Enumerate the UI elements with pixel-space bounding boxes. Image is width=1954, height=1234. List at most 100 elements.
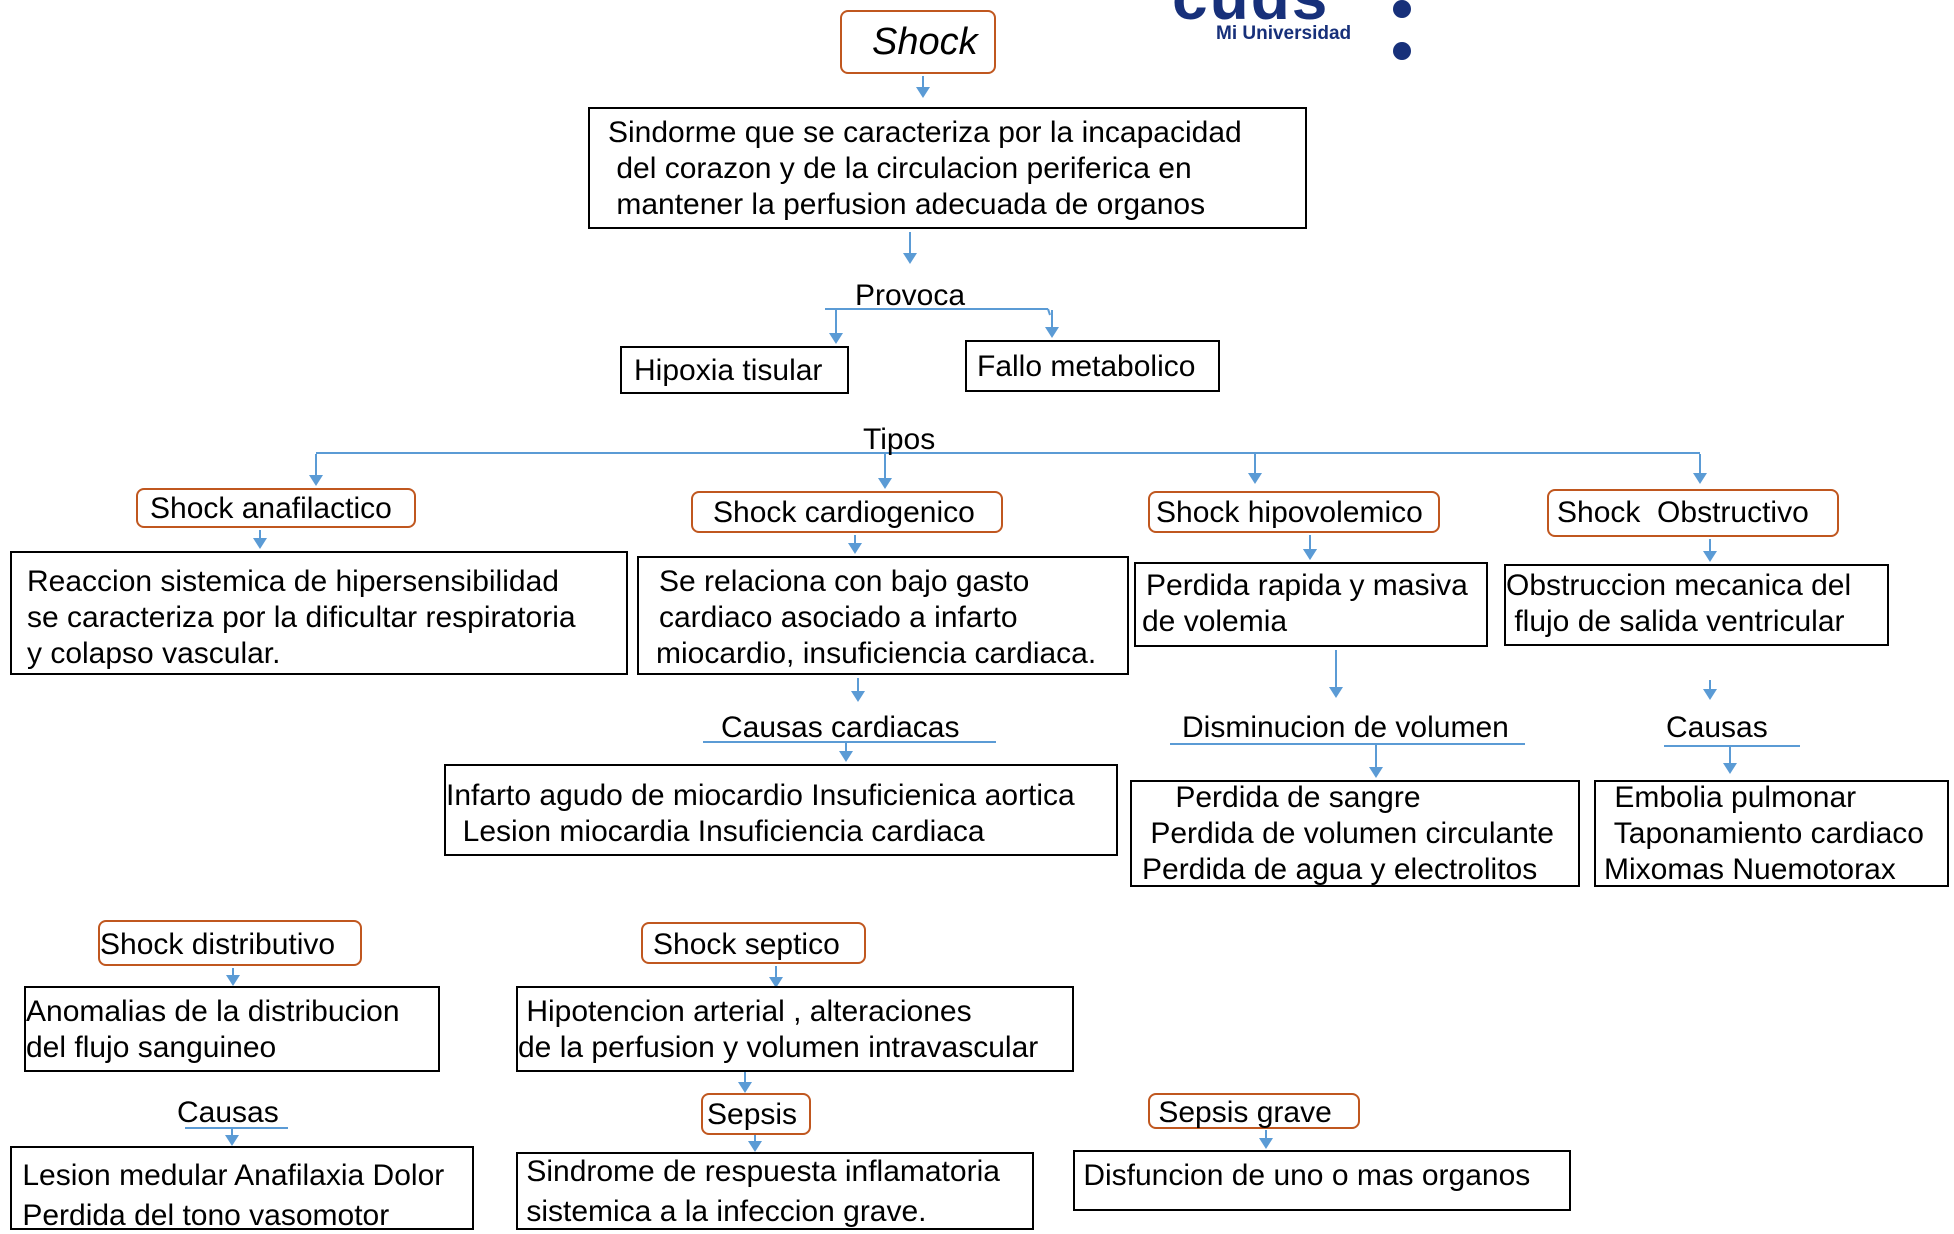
desc-line: del flujo sanguineo [26,1031,277,1064]
desc-line: Hipotencion arterial , alteraciones [518,995,972,1028]
obstructivo-causes-box: Embolia pulmonar Taponamiento cardiaco M… [1594,780,1949,887]
sepsis-grave-title: Sepsis grave [1150,1096,1332,1129]
desc-line: Obstruccion mecanica del [1506,569,1852,602]
definition-box: Sindorme que se caracteriza por la incap… [588,107,1307,229]
arrow-head-icon [1248,473,1262,484]
cause-line: Perdida del tono vasomotor [14,1199,390,1232]
arrow-head-icon [1703,689,1717,700]
desc-line: Perdida rapida y masiva [1146,569,1468,602]
cause-line: Lesion medular Anafilaxia Dolor [14,1159,445,1192]
anafilactico-desc-box: Reaccion sistemica de hipersensibilidad … [10,551,628,675]
type-node-distributivo: Shock distributivo [98,920,362,966]
type-node-septico: Shock septico [641,922,866,964]
university-logo: cuds Mi Universidad [1168,0,1411,70]
logo-dot-icon [1393,42,1411,60]
provoca-item-text: Fallo metabolico [977,350,1196,383]
arrow-head-icon [1693,473,1707,484]
provoca-item-text: Hipoxia tisular [634,354,823,387]
definition-line: Sindorme que se caracteriza por la incap… [608,116,1242,149]
type-node-anafilactico: Shock anafilactico [136,488,416,528]
obstructivo-desc-box: Obstruccion mecanica del flujo de salida… [1504,564,1889,646]
cause-line: Lesion miocardia Insuficiencia cardiaca [446,815,985,848]
arrow-head-icon [1703,551,1717,562]
arrow-head-icon [1369,767,1383,778]
sepsis-node: Sepsis [701,1093,811,1135]
type-title: Shock anafilactico [150,492,392,525]
cardiogenico-desc-box: Se relaciona con bajo gasto cardiaco aso… [637,556,1129,675]
arrow-head-icon [738,1082,752,1093]
desc-line: de volemia [1142,605,1288,638]
desc-line: de la perfusion y volumen intravascular [518,1031,1039,1064]
tipos-label: Tipos [863,423,936,456]
logo-subtitle: Mi Universidad [1216,23,1352,44]
root-node: Shock [840,10,996,74]
arrow-head-icon [1723,763,1737,774]
desc-line: Se relaciona con bajo gasto [659,565,1030,598]
distributivo-desc-box: Anomalias de la distribucion del flujo s… [24,986,440,1072]
definition-line: mantener la perfusion adecuada de organo… [608,188,1206,221]
cause-line: Perdida de agua y electrolitos [1142,853,1538,886]
provoca-label: Provoca [855,279,966,312]
septico-desc-box: Hipotencion arterial , alteraciones de l… [516,986,1074,1072]
arrow-head-icon [829,333,843,344]
type-title: Shock Obstructivo [1557,496,1809,529]
desc-line: se caracteriza por la dificultar respira… [27,601,576,634]
type-node-hipovolemico: Shock hipovolemico [1148,491,1440,533]
causes-label: Causas cardiacas [721,711,960,744]
desc-line: Sindrome de respuesta inflamatoria [518,1155,1000,1188]
sepsis-desc-box: Sindrome de respuesta inflamatoria siste… [516,1152,1034,1230]
arrow-head-icon [748,1141,762,1152]
desc-line: y colapso vascular. [27,637,281,670]
arrow-head-icon [839,751,853,762]
provoca-connector [1047,308,1051,316]
desc-line: cardiaco asociado a infarto [659,601,1018,634]
cause-line: Infarto agudo de miocardio Insuficienica… [446,779,1075,812]
arrow-head-icon [1329,687,1343,698]
type-title: Shock hipovolemico [1156,496,1423,529]
cause-line: Perdida de volumen circulante [1142,817,1554,850]
desc-line: Reaccion sistemica de hipersensibilidad [27,565,559,598]
causes-label: Causas [177,1096,279,1129]
cardiogenico-causes-box: Infarto agudo de miocardio Insuficienica… [444,764,1118,856]
type-title: Shock cardiogenico [713,496,975,529]
arrow-head-icon [1303,549,1317,560]
desc-line: Anomalias de la distribucion [26,995,400,1028]
arrow-head-icon [903,253,917,264]
distributivo-causes-box: Lesion medular Anafilaxia Dolor Perdida … [10,1146,474,1232]
type-title: Shock septico [653,928,840,961]
type-node-cardiogenico: Shock cardiogenico [691,491,1003,533]
type-title: Shock distributivo [100,928,336,961]
sepsis-grave-node: Sepsis grave [1148,1093,1360,1129]
causes-label: Disminucion de volumen [1182,711,1509,744]
hipovolemico-causes-box: Perdida de sangre Perdida de volumen cir… [1130,780,1580,887]
desc-line: Disfuncion de uno o mas organos [1075,1159,1531,1192]
hipovolemico-desc-box: Perdida rapida y masiva de volemia [1134,562,1488,647]
sepsis-title: Sepsis [707,1098,798,1131]
causes-label: Causas [1666,711,1768,744]
logo-brand: cuds [1172,0,1329,34]
cause-line: Embolia pulmonar [1606,781,1857,814]
arrow-head-icon [848,543,862,554]
definition-line: del corazon y de la circulacion periferi… [608,152,1192,185]
arrow-head-icon [309,475,323,486]
desc-line: sistemica a la infeccion grave. [518,1195,927,1228]
desc-line: miocardio, insuficiencia cardiaca. [656,637,1097,670]
cause-line: Taponamiento cardiaco [1606,817,1924,850]
cause-line: Perdida de sangre [1142,781,1421,814]
type-node-obstructivo: Shock Obstructivo [1547,489,1839,537]
arrow-head-icon [226,975,240,986]
arrow-head-icon [851,691,865,702]
arrow-head-icon [1045,327,1059,338]
arrow-head-icon [225,1135,239,1146]
provoca-item: Fallo metabolico [965,340,1220,392]
logo-dot-icon [1393,0,1411,18]
arrow-head-icon [878,478,892,489]
arrow-head-icon [1259,1138,1273,1149]
root-title: Shock [872,21,978,63]
arrow-head-icon [916,87,930,98]
desc-line: flujo de salida ventricular [1506,605,1845,638]
cause-line: Mixomas Nuemotorax [1604,853,1896,886]
arrow-head-icon [769,977,783,988]
provoca-item: Hipoxia tisular [620,346,849,394]
